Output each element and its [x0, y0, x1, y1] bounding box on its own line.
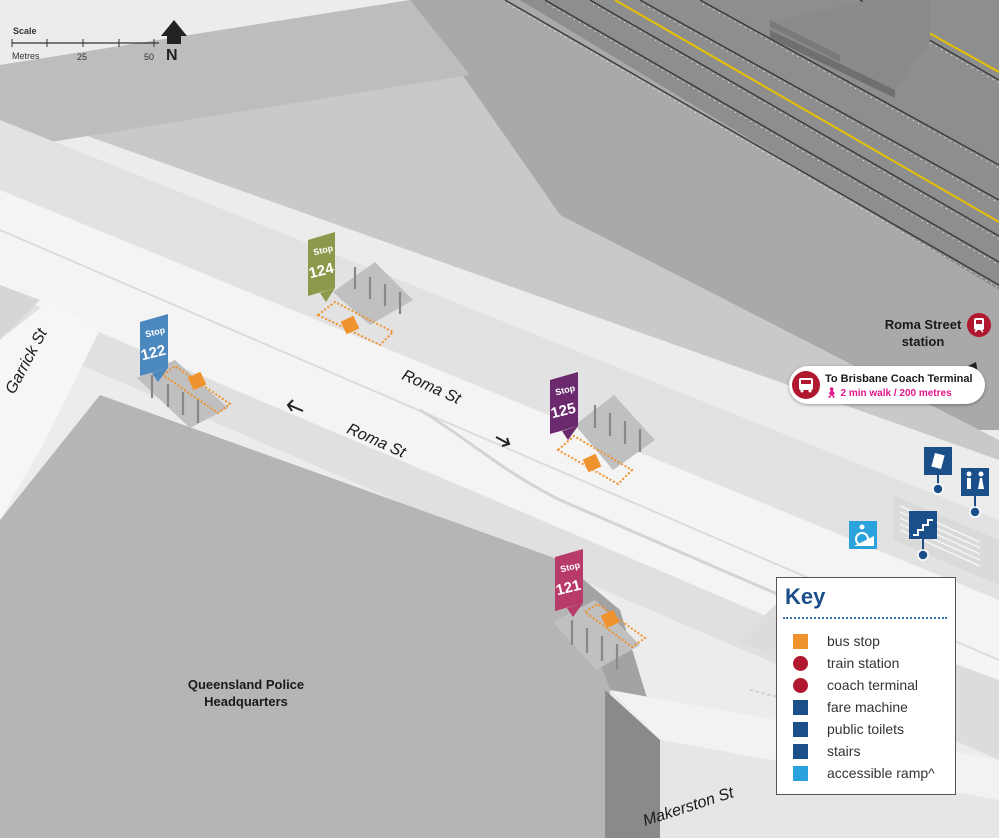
stop-flag-122[interactable]: Stop 122	[139, 314, 168, 382]
coach-terminal-callout[interactable]: To Brisbane Coach Terminal 🚶︎ 2 min walk…	[789, 366, 985, 404]
key-item-stairs: stairs	[793, 742, 953, 762]
key-label: coach terminal	[827, 677, 919, 693]
scale-title: Scale	[13, 26, 37, 36]
map-key: Key bus stop train station coach termina…	[776, 577, 956, 795]
coach-icon	[793, 678, 808, 693]
road-median	[419, 408, 999, 692]
key-label: public toilets	[827, 721, 905, 737]
key-label: accessible ramp^	[827, 765, 935, 781]
stop-flag-number: 124	[307, 260, 336, 283]
stop-flag-124[interactable]: Stop 124	[307, 232, 336, 302]
stop-flag-number: 121	[554, 577, 582, 600]
accessible-ramp-icon	[793, 766, 808, 781]
bus-zone-125	[556, 434, 634, 486]
train-icon[interactable]	[967, 313, 991, 337]
station-label-line2: station	[901, 334, 945, 349]
shelter-121	[553, 600, 640, 670]
scale-ruler	[11, 39, 159, 47]
police-hq-building	[0, 395, 610, 838]
key-item-bus-stop: bus stop	[793, 632, 953, 652]
stop-flag-125[interactable]: Stop 125	[549, 372, 578, 440]
north-letter: N	[166, 47, 178, 64]
roma-street-station-label: Roma Street station	[880, 316, 966, 350]
key-item-accessible-ramp: accessible ramp^	[793, 764, 953, 784]
toilets-icon	[793, 722, 808, 737]
garrick-st-road	[0, 300, 100, 520]
scale-tick-25: 25	[77, 52, 88, 62]
coach-icon	[792, 371, 820, 399]
key-item-coach-terminal: coach terminal	[793, 676, 953, 696]
accessible-ramp-marker[interactable]	[849, 521, 877, 549]
toilets-marker[interactable]	[961, 468, 989, 518]
bus-stop-icon	[793, 634, 808, 649]
key-label: fare machine	[827, 699, 908, 715]
bus-stop-icon	[582, 453, 602, 473]
roma-st-road	[0, 190, 999, 715]
police-hq-label-2: Headquarters	[204, 694, 288, 709]
stop-flag-word: Stop	[144, 325, 166, 340]
bus-zone-124	[316, 300, 395, 347]
arrow-west-icon	[286, 399, 304, 412]
arrow-east-icon	[495, 436, 511, 447]
stop-flag-word: Stop	[559, 560, 581, 575]
fare-machine-icon	[793, 700, 808, 715]
bus-stop-icon	[340, 315, 360, 335]
bus-stop-icon	[600, 609, 620, 629]
bus-stop-icon	[187, 371, 207, 391]
key-divider	[783, 617, 947, 619]
key-label: bus stop	[827, 633, 880, 649]
bus-zone-122	[161, 364, 232, 415]
bus-zone-121	[583, 602, 647, 649]
north-footpath	[0, 120, 999, 600]
coach-terminal-walk: 🚶︎ 2 min walk / 200 metres	[825, 388, 952, 399]
walking-person-icon: 🚶︎	[825, 388, 841, 399]
walk-distance-text: 2 min walk / 200 metres	[840, 388, 952, 399]
station-label-line1: Roma Street	[884, 317, 962, 332]
key-item-fare-machine: fare machine	[793, 698, 953, 718]
station-building	[770, 0, 930, 90]
key-item-public-toilets: public toilets	[793, 720, 953, 740]
scale-unit: Metres	[12, 51, 40, 61]
scale-tick-50: 50	[144, 52, 155, 62]
stop-flag-number: 122	[139, 342, 167, 365]
train-icon	[793, 656, 808, 671]
stairs-icon	[793, 744, 808, 759]
stop-flag-word: Stop	[312, 243, 334, 258]
north-arrow-icon: N	[161, 20, 187, 64]
police-hq-label-1: Queensland Police	[188, 677, 304, 692]
stop-flag-number: 125	[549, 400, 577, 423]
stop-flag-word: Stop	[554, 383, 576, 398]
key-item-train-station: train station	[793, 654, 953, 674]
key-label: train station	[827, 655, 900, 671]
stairs-marker[interactable]	[909, 511, 937, 561]
coach-terminal-title: To Brisbane Coach Terminal	[825, 373, 973, 385]
scale-bar: Scale Metres 25 50	[11, 26, 161, 66]
key-label: stairs	[827, 743, 861, 759]
key-title: Key	[785, 584, 826, 609]
fare-machine-marker[interactable]	[924, 447, 952, 495]
stop-flag-121[interactable]: Stop 121	[554, 549, 583, 617]
verge	[0, 0, 999, 460]
shelter-124	[333, 262, 413, 325]
